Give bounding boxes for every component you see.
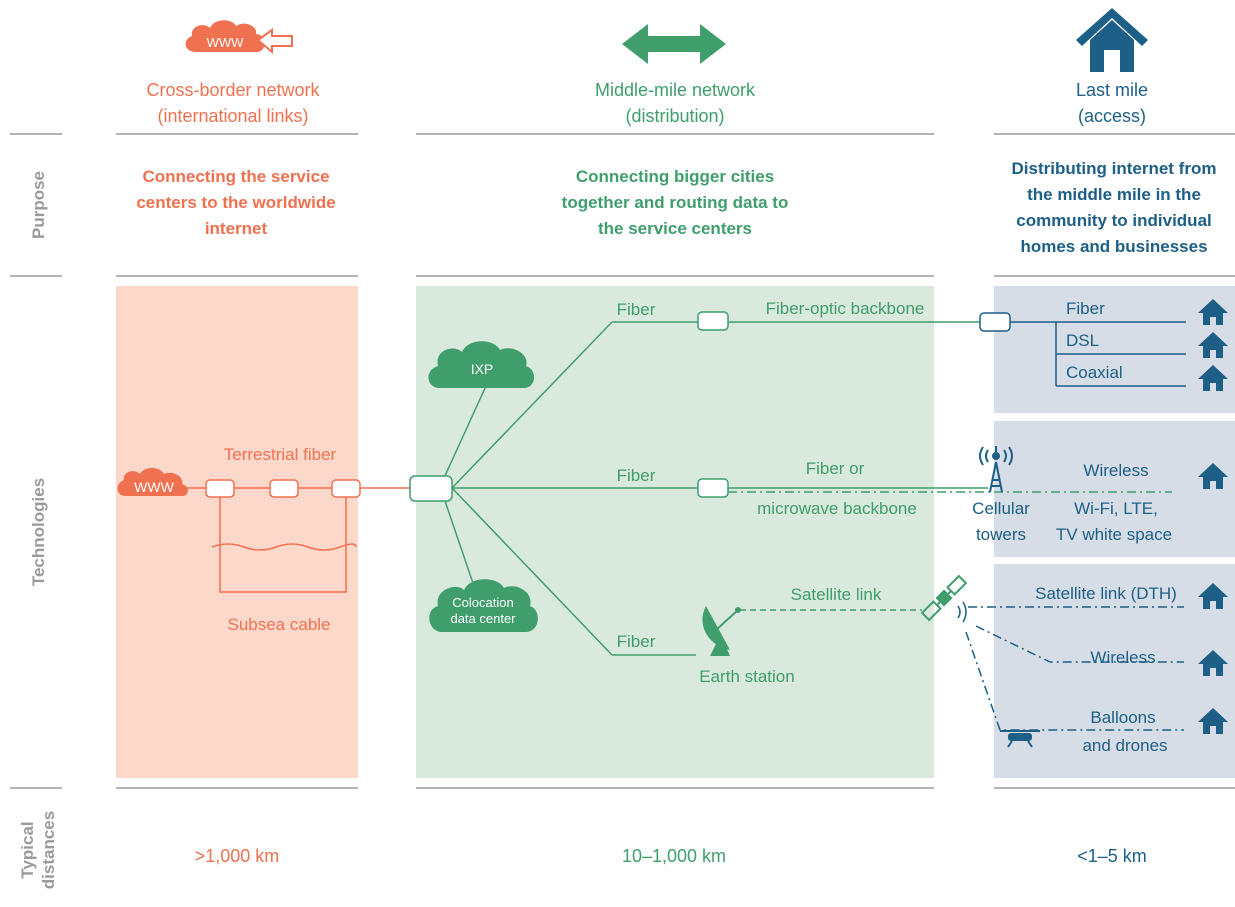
www-cloud-icon: WWW	[117, 468, 188, 496]
satellite-link-label: Satellite link	[791, 585, 882, 604]
cross-border-panel	[116, 286, 358, 778]
last-mile-node	[979, 312, 1011, 332]
satellite-signal-icon	[957, 601, 967, 623]
last-mile-panel-satellite	[994, 564, 1235, 778]
purpose-cross-border-line1: Connecting the service	[142, 167, 329, 186]
purpose-cross-border-line3: internet	[205, 219, 268, 238]
colocation-label-line1: Colocation	[452, 595, 513, 610]
www-label: WWW	[134, 479, 174, 495]
last-dsl-label: DSL	[1066, 331, 1099, 350]
fiber-or-label: Fiber or	[806, 459, 865, 478]
cellular-towers-line2: towers	[976, 525, 1026, 544]
purpose-last-mile-line2: the middle mile in the	[1027, 185, 1201, 204]
colocation-label-line2: data center	[450, 611, 516, 626]
last-mile-wired-lines	[1010, 321, 1186, 387]
cellular-tower-icon	[979, 446, 1013, 493]
middle-mile-lines	[443, 321, 988, 656]
satellite-dth-label: Satellite link (DTH)	[1035, 584, 1177, 603]
subsea-cable-label: Subsea cable	[227, 615, 330, 634]
fiber-top-label: Fiber	[617, 300, 656, 319]
earth-station-label: Earth station	[699, 667, 794, 686]
purpose-cross-border-line2: centers to the worldwide	[136, 193, 335, 212]
header-www-text: WWW	[207, 35, 245, 50]
wireless-2-label: Wireless	[1090, 648, 1155, 667]
last-fiber-label: Fiber	[1066, 299, 1105, 318]
last-coaxial-label: Coaxial	[1066, 363, 1123, 382]
balloons-line2: and drones	[1082, 736, 1167, 755]
separator-lines	[10, 133, 1235, 789]
purpose-middle-mile-line3: the service centers	[598, 219, 752, 238]
purpose-last-mile-line3: community to individual	[1016, 211, 1212, 230]
purpose-last-mile-line4: homes and businesses	[1020, 237, 1207, 256]
distance-middle-mile: 10–1,000 km	[622, 846, 726, 866]
drone-icon	[1000, 730, 1040, 748]
terrestrial-fiber-label: Terrestrial fiber	[224, 445, 337, 464]
header-last-mile-line2: (access)	[1078, 106, 1146, 126]
wireless-label: Wireless	[1083, 461, 1148, 480]
wireless-sub-line2: TV white space	[1056, 525, 1172, 544]
row-label-typical: Typical	[18, 821, 37, 878]
purpose-last-mile-line1: Distributing internet from	[1012, 159, 1217, 178]
fiber-mid-node	[697, 478, 729, 498]
fiber-optic-backbone-label: Fiber-optic backbone	[766, 299, 925, 318]
distance-cross-border: >1,000 km	[195, 846, 280, 866]
header-middle-mile-line2: (distribution)	[625, 106, 724, 126]
header-last-mile-line1: Last mile	[1076, 80, 1148, 100]
header-cross-border-line2: (international links)	[157, 106, 308, 126]
ixp-label: IXP	[471, 361, 494, 377]
header-cross-border-line1: Cross-border network	[146, 80, 320, 100]
double-arrow-icon	[622, 24, 726, 64]
cellular-towers-line1: Cellular	[972, 499, 1030, 518]
balloons-line1: Balloons	[1090, 708, 1155, 727]
fiber-bottom-label: Fiber	[617, 632, 656, 651]
header-middle-mile-line1: Middle-mile network	[595, 80, 756, 100]
central-switch-node	[409, 475, 453, 502]
row-label-technologies: Technologies	[29, 478, 48, 586]
microwave-backbone-label: microwave backbone	[757, 499, 917, 518]
house-icon	[1076, 8, 1148, 72]
colocation-cloud-icon: Colocation data center	[429, 579, 538, 632]
satellite-icon	[920, 574, 968, 622]
terrestrial-repeaters	[205, 479, 361, 498]
wireless-sub-line1: Wi-Fi, LTE,	[1074, 499, 1158, 518]
distance-last-mile: <1–5 km	[1077, 846, 1147, 866]
row-label-distances: distances	[39, 811, 58, 889]
purpose-middle-mile-line1: Connecting bigger cities	[576, 167, 774, 186]
last-mile-panel-wired	[994, 286, 1235, 413]
purpose-middle-mile-line2: together and routing data to	[562, 193, 789, 212]
row-label-purpose: Purpose	[29, 171, 48, 239]
ixp-cloud-icon: IXP	[428, 341, 535, 388]
fiber-top-node	[697, 311, 729, 331]
satellite-dish-icon	[702, 606, 741, 656]
fiber-mid-label: Fiber	[617, 466, 656, 485]
last-mile-panel-wireless	[994, 421, 1235, 557]
www-cloud-arrow-icon: WWW	[185, 20, 293, 55]
